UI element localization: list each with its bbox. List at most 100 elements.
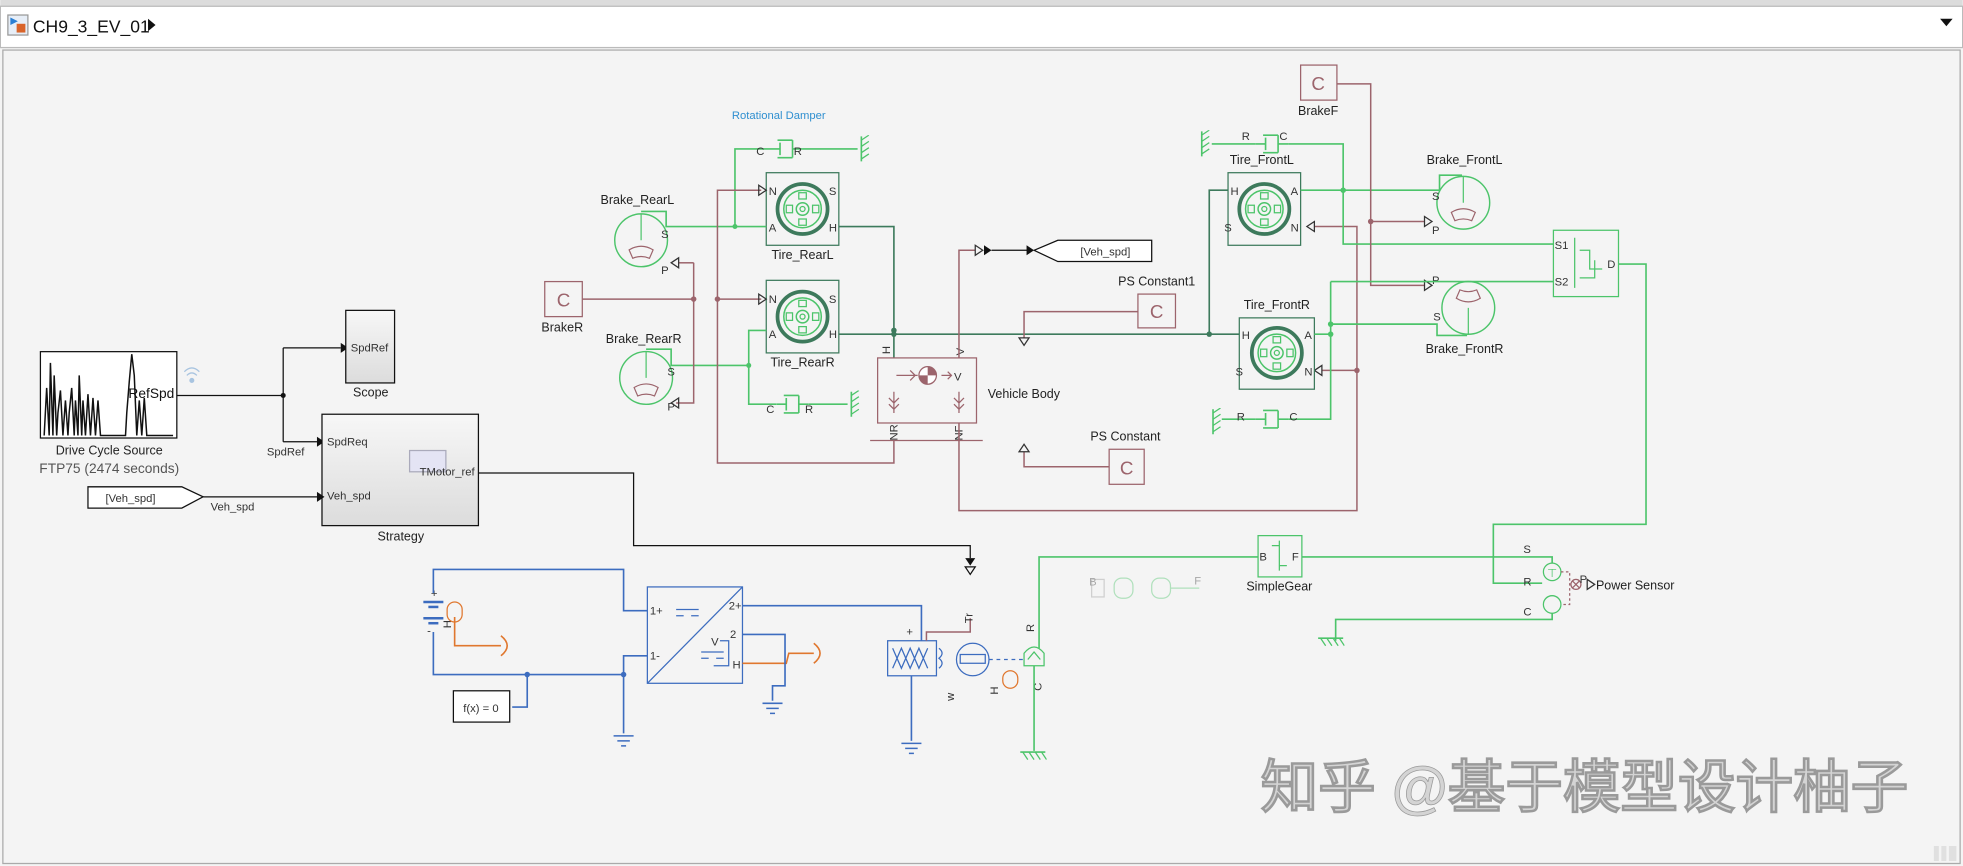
hub-translational-line[interactable] (838, 189, 1240, 363)
port-label: C (1033, 683, 1045, 691)
constant-glyph: C (1120, 457, 1134, 478)
wireless-signal-icon (183, 367, 200, 383)
veh-spd-signal-line[interactable] (203, 491, 325, 502)
port-label: F (1292, 552, 1299, 564)
drive-cycle-source-block[interactable]: RefSpd (39, 351, 178, 439)
scope-block[interactable]: SpdRef (345, 309, 396, 384)
refspd-port-label: RefSpd (128, 386, 174, 401)
power-sensor-block[interactable]: ⊤ S R C P (1523, 544, 1596, 619)
braker-signal-line[interactable] (582, 256, 697, 410)
battery-block[interactable]: + - H (423, 588, 463, 638)
scope-label: Scope (353, 386, 388, 400)
resize-grip-icon[interactable] (1933, 845, 1957, 861)
port-label: N (769, 186, 777, 198)
spdref-signal-line[interactable] (176, 342, 349, 447)
simple-gear-block[interactable]: B F (1257, 534, 1303, 578)
solver-line[interactable] (512, 674, 529, 708)
port-label: 1+ (650, 605, 663, 617)
veh-spd-output-line[interactable] (958, 244, 1035, 358)
spdref-signal-label: SpdRef (267, 447, 305, 459)
tire-frontl-block[interactable]: H A S N (1224, 172, 1302, 246)
converter-output-positive-line[interactable] (742, 604, 923, 641)
breadcrumb-model-name[interactable]: CH9_3_EV_01 (33, 17, 150, 38)
port-label: R (1242, 131, 1250, 143)
goto-veh-spd-tag: [Veh_spd] (1080, 246, 1130, 258)
motor-drive-block[interactable]: + Tr w H (887, 613, 1025, 702)
model-icon[interactable] (7, 14, 29, 36)
tab-strip (0, 0, 1963, 7)
ps-constant1-label: PS Constant1 (1118, 274, 1195, 288)
port-label: - (427, 625, 431, 637)
port-label: N (769, 294, 777, 306)
battery-thermal-line[interactable] (453, 616, 501, 647)
port-label: N (1291, 223, 1299, 235)
ps-constant-line[interactable] (1023, 451, 1110, 468)
rear-normal-force-line[interactable] (714, 184, 895, 464)
tire-frontr-label: Tire_FrontR (1244, 298, 1310, 312)
port-label: NF (954, 425, 966, 440)
strategy-port-spdreq: SpdReq (327, 437, 368, 449)
goto-veh-spd-block[interactable]: [Veh_spd] (1032, 239, 1153, 263)
port-label: 1- (650, 651, 660, 663)
port-label: V (954, 371, 962, 383)
port-label: NR (889, 424, 901, 440)
converter-thermal-line[interactable] (742, 652, 814, 665)
differential-block[interactable]: S1 S2 D (1552, 229, 1620, 298)
tire-frontr-block[interactable]: H A S N (1236, 317, 1316, 390)
brakef-constant-block[interactable]: C (1299, 64, 1338, 101)
port-label: H (829, 223, 837, 235)
converter-output-negative-line[interactable] (742, 633, 786, 701)
port-label: H (989, 686, 1001, 694)
port-label: S (1432, 191, 1440, 203)
vehicle-body-block[interactable]: V H V NR NF (870, 346, 983, 442)
port-label: S (1433, 311, 1441, 323)
strategy-port-veh-spd: Veh_spd (327, 490, 371, 502)
port-label: + (431, 588, 438, 600)
drive-cycle-plot (43, 354, 174, 437)
port-label: P (661, 265, 669, 277)
strategy-subsystem-block[interactable]: SpdReq Veh_spd TMotor_ref (321, 413, 480, 527)
tire-rearl-block[interactable]: N S A H (765, 172, 840, 246)
port-label: C (1289, 411, 1297, 423)
tire-frontl-label: Tire_FrontL (1230, 153, 1294, 167)
port-label: H (442, 620, 454, 628)
brakef-signal-line[interactable] (1336, 83, 1434, 292)
svg-text:⊤: ⊤ (1547, 568, 1557, 580)
triangle-right-icon[interactable] (148, 18, 156, 32)
battery-negative-line[interactable] (432, 631, 624, 676)
port-label: H (881, 346, 893, 354)
tmotor-ref-signal-line[interactable] (478, 472, 977, 576)
sensor-ground-line[interactable] (1334, 613, 1553, 641)
from-veh-spd-block[interactable]: [Veh_spd] (87, 486, 205, 509)
motor-mount-block[interactable]: R C (1023, 624, 1045, 691)
brake-rearl-shaft-line[interactable] (641, 210, 767, 228)
brakef-label: BrakeF (1298, 104, 1339, 118)
gear-output-line[interactable] (1301, 556, 1553, 564)
port-label: P (667, 401, 675, 413)
braker-constant-block[interactable]: C (544, 280, 583, 318)
port-label: R (805, 404, 813, 416)
triangle-down-icon[interactable] (1940, 18, 1953, 27)
rear-damper-connection[interactable] (734, 148, 771, 227)
commented-out-gear-block[interactable]: B F (1089, 575, 1201, 599)
power-sensor-label: Power Sensor (1596, 578, 1675, 592)
battery-positive-line[interactable] (432, 568, 648, 612)
converter-negative-line[interactable] (622, 654, 648, 675)
frontr-shaft-line[interactable] (1288, 280, 1554, 421)
dcdc-converter-block[interactable]: 1+ 1- 2+ 2 V H (646, 586, 744, 684)
port-label: V (711, 637, 719, 649)
ps-constant1-block[interactable]: C (1137, 293, 1177, 329)
tire-rearr-block[interactable]: N S A H (765, 279, 840, 354)
brake-rearr-label: Brake_RearR (606, 332, 682, 346)
port-label: P (1432, 225, 1440, 237)
motor-shaft-line[interactable] (1038, 556, 1259, 649)
port-label: 2 (730, 629, 736, 641)
ps-constant-label: PS Constant (1090, 430, 1161, 444)
brake-rearr-shaft-line[interactable] (646, 348, 749, 367)
port-label: S (1523, 544, 1531, 556)
ps-constant1-line[interactable] (1023, 310, 1138, 338)
driveshaft-line[interactable] (1492, 263, 1647, 584)
solver-configuration-block[interactable]: f(x) = 0 (452, 690, 511, 723)
constant-glyph: C (1311, 73, 1325, 94)
ps-constant-block[interactable]: C (1108, 448, 1145, 485)
